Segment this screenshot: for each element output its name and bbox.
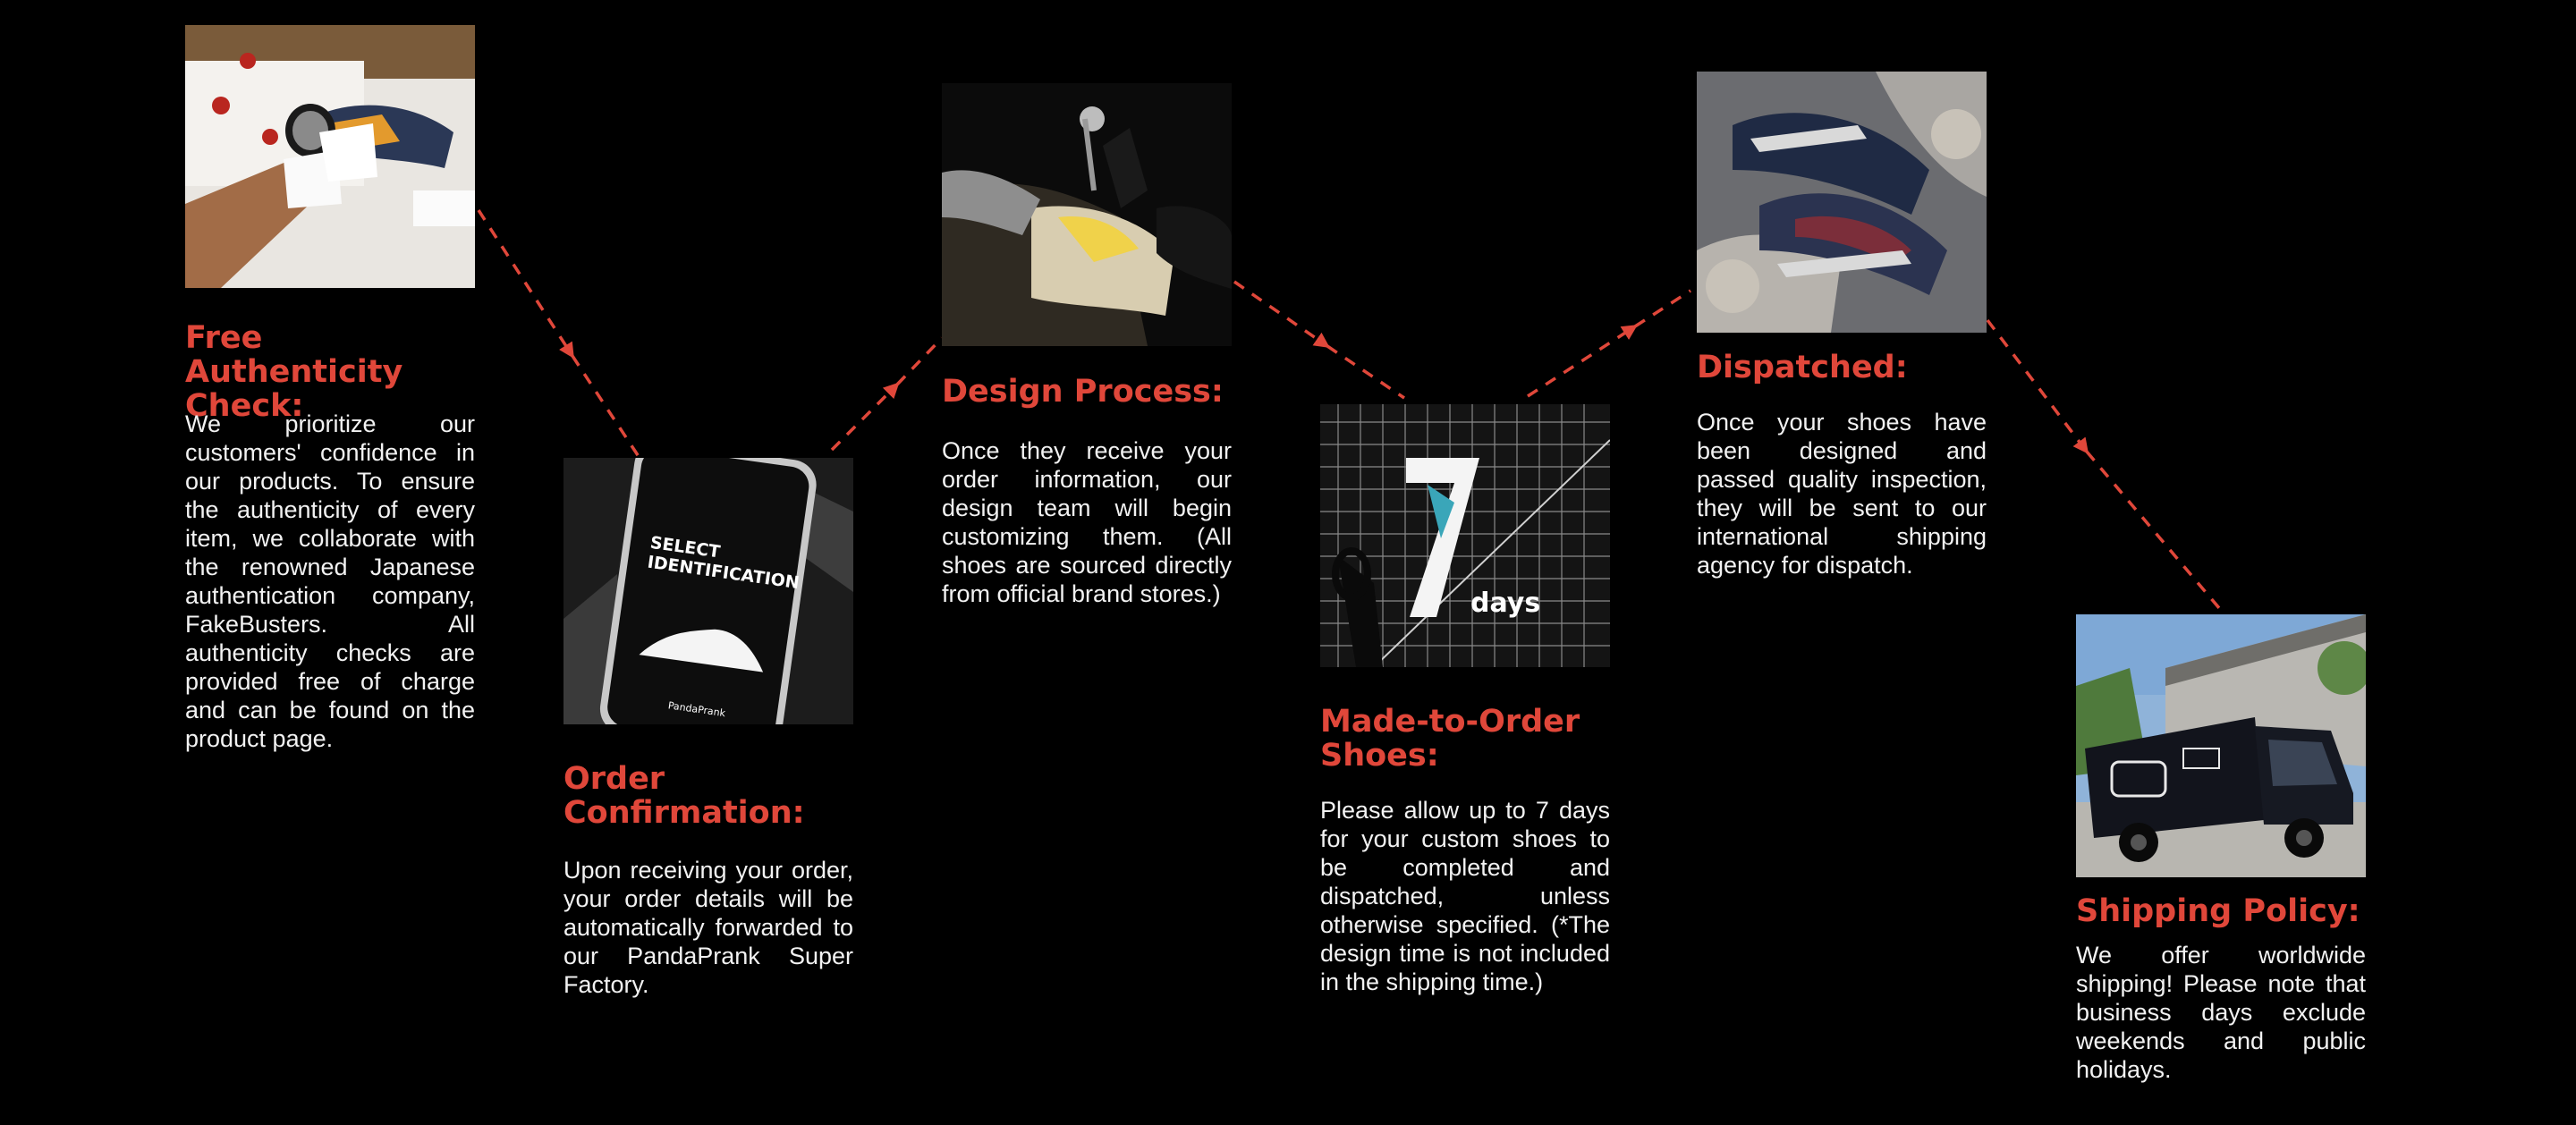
step-title: Dispatched: — [1697, 350, 1908, 385]
step-description: Please allow up to 7 days for your custo… — [1320, 797, 1610, 995]
step-title: Made-to-Order Shoes: — [1320, 704, 1580, 774]
authenticity-check-photo — [185, 25, 475, 288]
arrow-1-down — [477, 209, 574, 359]
arrow-4-up — [1527, 325, 1638, 398]
arrow-5-down — [1986, 318, 2089, 454]
seven-days-graphic: 7 days — [1320, 404, 1610, 667]
phone-order-photo: SELECT IDENTIFICATION PandaPrank — [564, 458, 853, 724]
delivery-van-photo — [2076, 614, 2366, 877]
arrow-1-tail — [571, 355, 641, 459]
arrow-4-tail — [1634, 289, 1691, 328]
step-title: Free Authenticity Check: — [185, 320, 403, 424]
arrow-2-tail — [895, 336, 944, 386]
design-process-photo — [942, 83, 1232, 346]
step-description: We offer worldwide shipping! Please note… — [2076, 942, 2366, 1083]
arrow-2-up — [830, 382, 900, 452]
step-description: Once your shoes have been designed and p… — [1697, 409, 1987, 579]
arrow-5-tail — [2085, 450, 2226, 616]
dispatched-shoes-photo — [1697, 72, 1987, 333]
step-title: Order Confirmation: — [564, 761, 805, 831]
step-title: Shipping Policy: — [2076, 893, 2360, 929]
step-description: Upon receiving your order, your order de… — [564, 857, 853, 998]
seven-days-unit: days — [1470, 588, 1540, 619]
arrow-3-tail — [1326, 344, 1405, 400]
arrow-3-down — [1233, 280, 1330, 348]
step-title: Design Process: — [942, 374, 1224, 410]
step-description: We prioritize our customers' confidence … — [185, 410, 475, 752]
step-description: Once they receive your order information… — [942, 437, 1232, 607]
